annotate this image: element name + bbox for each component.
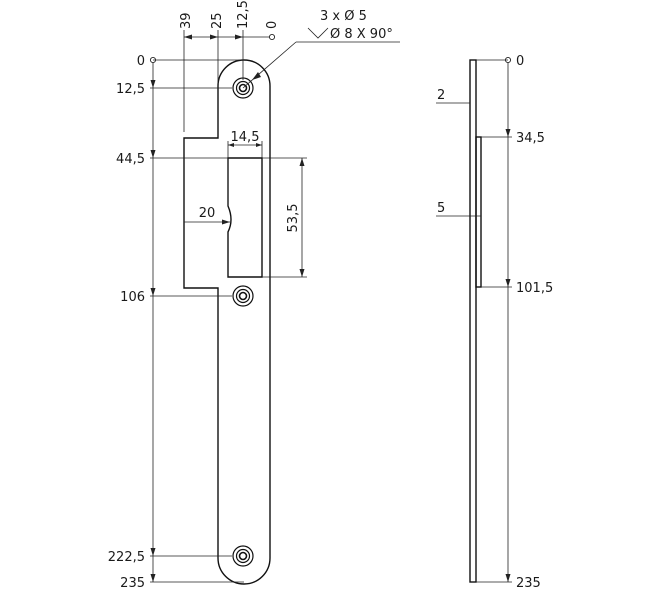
- screw-hole-middle: [232, 285, 254, 307]
- left-dim-44-5: 44,5: [116, 152, 145, 167]
- left-dim-222-5: 222,5: [108, 550, 145, 565]
- strike-plate-outline: [183, 59, 271, 585]
- screw-hole-bottom: [232, 545, 254, 567]
- right-dim-0: 0: [516, 54, 524, 69]
- front-view: 39 25 12,5 0 3 x Ø 5 Ø 8 X 90°: [108, 0, 400, 590]
- side-thickness-label: 2: [437, 88, 445, 103]
- side-view: 2 5 0 34,5 101,5 235: [436, 54, 553, 590]
- hole-callout: 3 x Ø 5 Ø 8 X 90°: [242, 9, 400, 89]
- opening-height-label: 53,5: [286, 204, 301, 233]
- right-dim-34-5: 34,5: [516, 131, 545, 146]
- opening-width-label: 14,5: [231, 130, 260, 145]
- left-dimensions: 0 12,5 44,5 106 222,5 235: [108, 54, 244, 590]
- side-lip: [475, 136, 482, 288]
- top-dimensions: 39 25 12,5 0: [179, 0, 280, 132]
- top-dim-25: 25: [210, 12, 225, 29]
- right-dim-235: 235: [516, 576, 541, 590]
- left-dim-106: 106: [120, 290, 145, 305]
- lip-depth-label: 20: [199, 206, 216, 221]
- right-dim-101-5: 101,5: [516, 281, 553, 296]
- side-lip-label: 5: [437, 201, 445, 216]
- top-dim-39: 39: [179, 12, 194, 29]
- left-dim-12-5: 12,5: [116, 82, 145, 97]
- hole-note-countersink: Ø 8 X 90°: [330, 27, 393, 42]
- left-dim-235: 235: [120, 576, 145, 590]
- side-plate: [469, 59, 477, 583]
- top-dim-0: 0: [265, 21, 280, 29]
- top-dim-12-5: 12,5: [236, 0, 251, 29]
- latch-opening: [227, 157, 263, 278]
- opening-dimensions: 14,5 53,5 20: [184, 130, 307, 278]
- hole-note-count: 3 x Ø 5: [320, 9, 367, 24]
- left-dim-0: 0: [137, 54, 145, 69]
